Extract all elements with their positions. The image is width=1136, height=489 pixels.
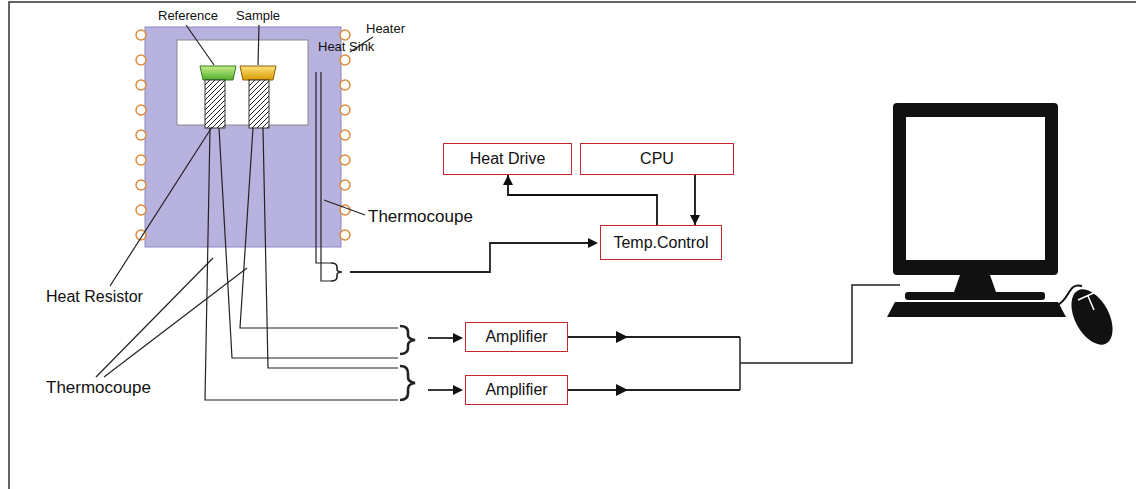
wires (96, 25, 900, 400)
part-label: Heat Sink (318, 40, 374, 54)
part-label: Reference (158, 9, 218, 23)
process-box: Amplifier (465, 322, 568, 352)
connector (503, 175, 657, 225)
process-box: Heat Drive (443, 143, 572, 175)
part-label: Thermocoupe (368, 208, 473, 227)
part-label: Heater (366, 22, 405, 36)
computer-icon (887, 103, 1121, 351)
box-label: Amplifier (485, 328, 547, 346)
arrowheads (453, 238, 628, 396)
box-label: Temp.Control (613, 234, 708, 252)
reference-pan (200, 66, 236, 80)
part-label: Thermocoupe (46, 379, 151, 398)
part-label: Heat Resistor (46, 288, 143, 306)
process-box: Amplifier (465, 375, 568, 405)
sample-pan (240, 66, 276, 80)
frame (9, 2, 1136, 489)
heat-sink (145, 27, 341, 247)
heat-resistor (249, 80, 269, 128)
heater-coils (136, 30, 350, 240)
box-label: Heat Drive (470, 150, 546, 168)
part-label: Sample (236, 9, 280, 23)
process-box: Temp.Control (600, 225, 722, 260)
heat-resistor (205, 80, 225, 128)
cavity (177, 40, 308, 125)
arrowhead (690, 215, 700, 225)
arrowhead (503, 175, 513, 185)
box-label: Amplifier (485, 381, 547, 399)
connector-line (508, 175, 657, 225)
box-label: CPU (640, 150, 674, 168)
process-box: CPU (580, 143, 734, 175)
connector (690, 175, 700, 225)
